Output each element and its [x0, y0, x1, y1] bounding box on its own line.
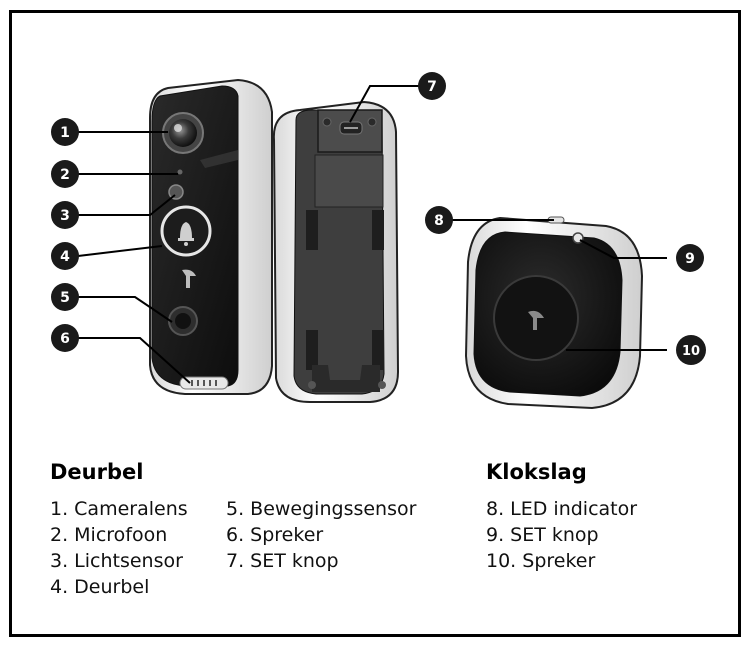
chime-logo: [528, 310, 544, 330]
legend-item: 9. SET knop: [486, 524, 599, 546]
legend-item: 4. Deurbel: [50, 576, 150, 598]
callout-10: 10: [676, 335, 706, 365]
doorbell-front: [149, 78, 273, 395]
legend-item: 7. SET knop: [226, 550, 339, 572]
callout-4: 4: [51, 242, 79, 270]
light-sensor: [168, 184, 184, 200]
svg-text:10: 10: [682, 344, 700, 359]
legend-item: 2. Microfoon: [50, 524, 168, 546]
microphone: [177, 169, 183, 175]
svg-text:4: 4: [60, 249, 70, 265]
svg-text:8: 8: [434, 213, 444, 229]
svg-text:7: 7: [427, 79, 437, 95]
doorbell-legend-col2: 5. Bewegingssensor 6. Spreker 7. SET kno…: [226, 496, 416, 574]
svg-text:5: 5: [60, 290, 70, 306]
callout-8: 8: [425, 206, 453, 234]
svg-text:2: 2: [60, 167, 70, 183]
svg-text:1: 1: [60, 125, 70, 141]
legend-item: 10. Spreker: [486, 550, 596, 572]
brand-logo: [182, 269, 196, 288]
callout-2: 2: [51, 160, 79, 188]
doorbell-back: [272, 100, 400, 403]
legend-item: 3. Lichtsensor: [50, 550, 183, 572]
doorbell-legend-col1: 1. Cameralens 2. Microfoon 3. Lichtsenso…: [50, 496, 188, 600]
legend-item: 5. Bewegingssensor: [226, 498, 417, 520]
leader-lines: [77, 85, 667, 384]
chime-unit: [464, 216, 644, 410]
doorbell-button: [160, 205, 212, 257]
speaker-grille: [179, 376, 229, 390]
chime-legend-title: Klokslag: [486, 460, 587, 484]
svg-text:6: 6: [60, 331, 70, 347]
doorbell-legend-title: Deurbel: [50, 460, 144, 484]
motion-sensor: [168, 306, 198, 336]
legend-item: 6. Spreker: [226, 524, 324, 546]
callout-6: 6: [51, 324, 79, 352]
callout-badges: 1 2 3 4 5 6 7 8: [51, 72, 706, 365]
callout-9: 9: [676, 244, 704, 272]
callout-3: 3: [51, 201, 79, 229]
callout-7: 7: [418, 72, 446, 100]
svg-text:3: 3: [60, 208, 70, 224]
svg-text:9: 9: [685, 251, 695, 267]
callout-5: 5: [51, 283, 79, 311]
legend-item: 8. LED indicator: [486, 498, 638, 520]
camera-lens: [162, 112, 204, 154]
callout-1: 1: [51, 118, 79, 146]
chime-legend-col: 8. LED indicator 9. SET knop 10. Spreker: [486, 496, 637, 574]
legend-item: 1. Cameralens: [50, 498, 188, 520]
